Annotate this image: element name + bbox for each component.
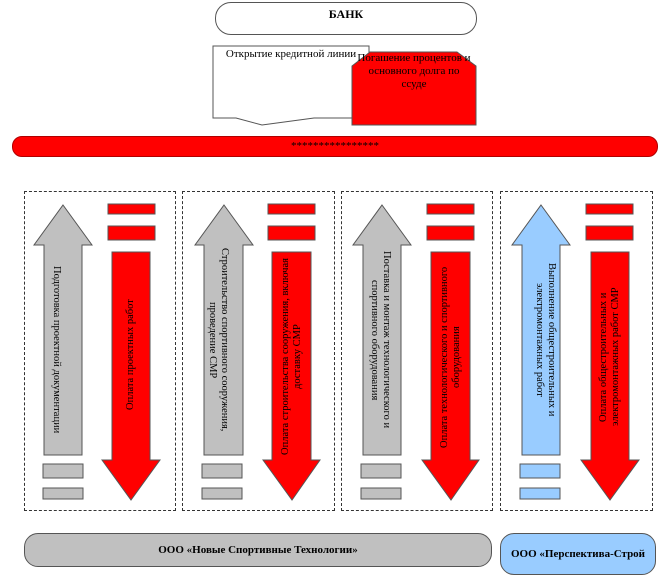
credit-line-label: Открытие кредитной линии <box>225 48 357 60</box>
company-perspektiva: ООО «Перспектива-Строй <box>500 533 656 575</box>
col3-top-bar-2 <box>426 225 475 241</box>
col4-top-bar-2 <box>585 225 634 241</box>
col3-small-rect-1 <box>360 463 402 479</box>
repayment-box: Погашение процентов и основного долга по… <box>356 52 472 112</box>
company-perspektiva-label: ООО «Перспектива-Строй <box>510 548 646 560</box>
column-3 <box>341 191 493 511</box>
col2-down-label: Оплата строительства сооружения, включая… <box>280 258 303 456</box>
col4-small-rect-2 <box>519 487 561 500</box>
col2-up-arrow <box>194 204 254 456</box>
col1-down-text: Оплата проектных работ <box>114 260 148 450</box>
col4-down-label: Оплата общестроительных и электромонтажн… <box>598 287 621 427</box>
bank-box: БАНК <box>215 2 477 35</box>
col3-down-text: Оплата технологического и спортивного об… <box>433 258 469 456</box>
col2-up-label: Строительство спортивного сооружения, пр… <box>207 248 230 432</box>
col1-down-arrow <box>101 251 161 501</box>
col4-down-arrow <box>580 251 640 501</box>
col1-down-label: Оплата проектных работ <box>125 299 136 411</box>
col1-up-arrow <box>33 204 93 456</box>
column-4 <box>500 191 653 511</box>
bank-label: БАНК <box>328 7 364 21</box>
red-bar: **************** <box>12 136 658 157</box>
col2-down-text: Оплата строительства сооружения, включая… <box>274 258 310 456</box>
col4-down-text: Оплата общестроительных и электромонтажн… <box>592 258 628 456</box>
col3-up-text: Поставка и монтаж технологического и спо… <box>330 230 430 450</box>
col1-up-label: Подготовка проектной документации <box>51 266 62 434</box>
col1-top-bar-1 <box>107 203 156 215</box>
col3-top-bar-1 <box>426 203 475 215</box>
col4-up-text: Выполнение общестроительных и электромон… <box>500 230 590 450</box>
company-nst-label: ООО «Новые Спортивные Технологии» <box>158 544 358 556</box>
col3-up-label: Поставка и монтаж технологического и спо… <box>369 251 392 429</box>
col3-up-arrow <box>352 204 412 456</box>
col2-small-rect-2 <box>201 487 243 500</box>
column-2 <box>182 191 335 511</box>
col4-top-bar-1 <box>585 203 634 215</box>
col1-small-rect-1 <box>42 463 84 479</box>
red-bar-label: **************** <box>291 140 379 152</box>
col4-small-rect-1 <box>519 463 561 479</box>
col2-top-bar-2 <box>267 225 316 241</box>
col4-up-label: Выполнение общестроительных и электромон… <box>534 263 557 417</box>
col3-down-arrow <box>421 251 480 501</box>
credit-line-box: Открытие кредитной линии <box>216 48 366 84</box>
col2-top-bar-1 <box>267 203 316 215</box>
col2-down-arrow <box>262 251 321 501</box>
repayment-arrow <box>351 51 477 126</box>
col4-up-arrow <box>511 204 571 456</box>
col3-small-rect-2 <box>360 487 402 500</box>
col1-top-bar-2 <box>107 225 156 241</box>
repayment-label: Погашение процентов и основного долга по… <box>357 52 471 90</box>
col3-down-label: Оплата технологического и спортивного об… <box>439 266 462 448</box>
column-1 <box>24 191 176 511</box>
col1-up-text: Подготовка проектной документации <box>6 250 106 450</box>
col1-small-rect-2 <box>42 487 84 500</box>
col2-up-text: Строительство спортивного сооружения, пр… <box>168 230 268 450</box>
company-nst: ООО «Новые Спортивные Технологии» <box>24 533 492 567</box>
col2-small-rect-1 <box>201 463 243 479</box>
